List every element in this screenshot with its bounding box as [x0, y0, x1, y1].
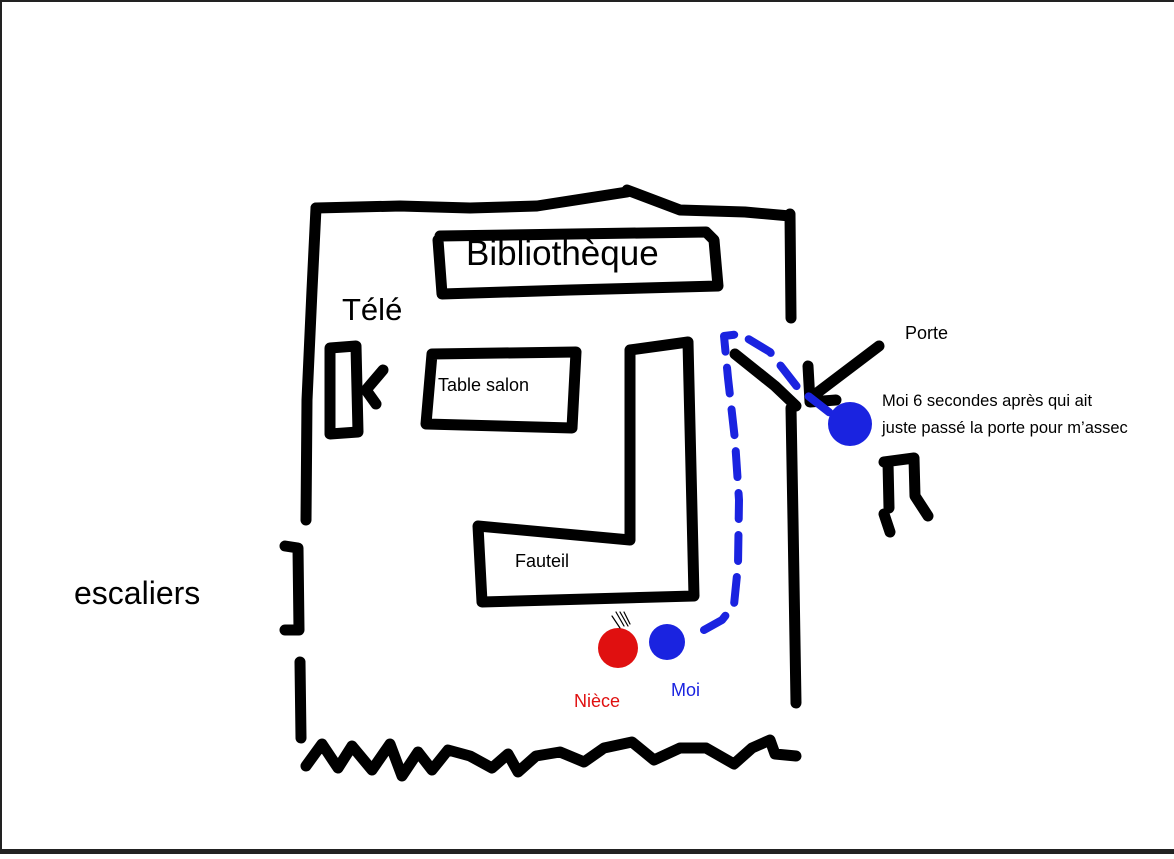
chair-outside [878, 452, 934, 538]
door-arrow [802, 340, 885, 408]
label-moi: Moi [671, 680, 700, 700]
tv-outline [324, 340, 364, 440]
wall-left-stair-opening [279, 540, 305, 636]
tv-pointer [360, 364, 389, 410]
bookshelf-outline [432, 226, 724, 300]
frame-bottom-border [0, 849, 1174, 854]
frame-left-border [0, 0, 2, 854]
wall-left-upper [300, 202, 322, 526]
label-moi-after-line2: juste passé la porte pour m’assec [881, 419, 1128, 437]
label-escaliers: escaliers [74, 575, 200, 611]
niece-marker [598, 628, 638, 668]
sofa-l-outline [472, 336, 700, 608]
wall-left-lower [294, 656, 307, 744]
label-table-salon: Table salon [438, 375, 529, 395]
wall-right-lower [785, 402, 802, 709]
frame-top-border [0, 0, 1174, 2]
label-bibliotheque: Bibliothèque [466, 234, 659, 273]
moi-marker [649, 624, 685, 660]
wall-top-left [310, 186, 633, 214]
room-walls [279, 184, 802, 782]
moi-path-dashed [700, 330, 838, 634]
wall-bottom-zigzag [300, 734, 802, 782]
wall-top-right [621, 184, 796, 222]
label-fauteil: Fauteil [515, 551, 569, 571]
niece-hair-strands [611, 611, 631, 629]
door-panel [729, 348, 802, 412]
furniture [324, 226, 934, 608]
moi-after-marker [828, 402, 872, 446]
coffee-table-outline [420, 346, 582, 434]
label-moi-after-line1: Moi 6 secondes après qui ait [882, 392, 1092, 410]
wall-right-upper [784, 208, 797, 324]
label-tele: Télé [342, 292, 402, 327]
label-porte: Porte [905, 323, 948, 343]
label-niece: Nièce [574, 691, 620, 711]
